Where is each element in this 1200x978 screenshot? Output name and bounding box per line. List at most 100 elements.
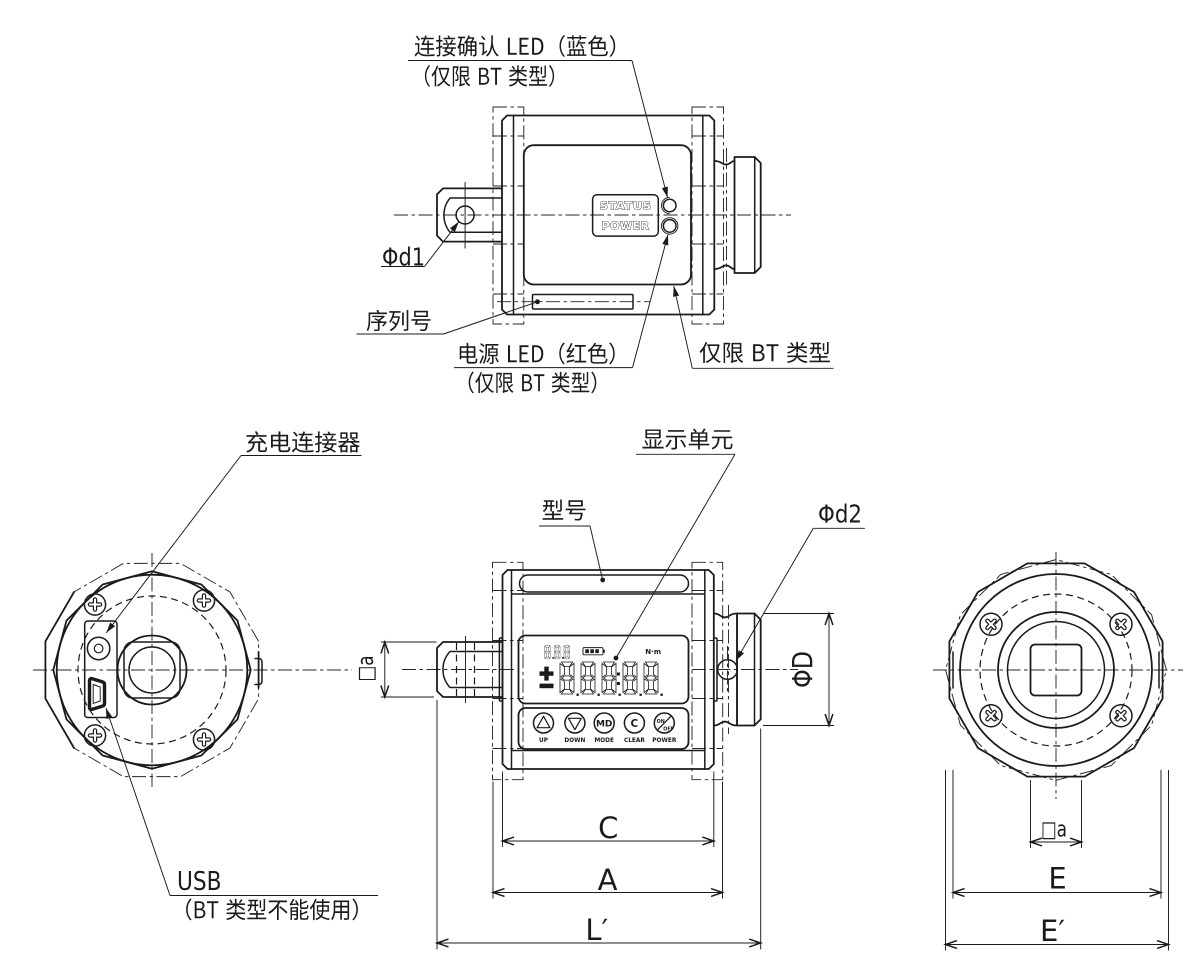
mini-usb-port: [87, 676, 107, 712]
leaders: [103, 60, 865, 896]
screw: [979, 703, 1003, 728]
svg-text:序列号: 序列号: [366, 309, 435, 335]
label-led-red-line2: [468, 371, 597, 394]
svg-text:（仅限 BT 类型）: （仅限 BT 类型）: [411, 65, 593, 91]
label-phi-d2: Φd2: [818, 500, 862, 529]
label-usb-line2: [186, 898, 358, 921]
right-end-view: [933, 552, 1183, 799]
screw: [192, 589, 216, 612]
grip-ring-phantom: [44, 562, 260, 778]
clamp-band-phantom: [691, 561, 724, 781]
svg-text:（仅限 BT 类型）: （仅限 BT 类型）: [455, 371, 637, 397]
svg-text:连接确认 LED（蓝色）: 连接确认 LED（蓝色）: [414, 35, 650, 61]
lcd-digit: [601, 661, 617, 695]
dim-C: C: [598, 811, 618, 845]
button-label: DOWN: [564, 738, 585, 744]
lcd-digit: [622, 661, 638, 695]
svg-text:（BT 类型不能使用）: （BT 类型不能使用）: [172, 898, 393, 924]
on-label: ON: [657, 719, 665, 725]
drive-bore: [128, 646, 176, 694]
seven-segment-eight: [553, 645, 561, 660]
drive-shank-side: [443, 197, 503, 234]
end-face-circle: [959, 573, 1153, 767]
charge-jack-pin: [93, 643, 104, 654]
lcd-display: N·m: [539, 645, 663, 696]
off-label: OFF: [663, 727, 674, 733]
drive-shaft-side: [436, 187, 503, 243]
screw: [83, 724, 107, 747]
button-panel: [517, 707, 690, 750]
screw: [1109, 703, 1133, 728]
clamp-band-phantom: [492, 561, 524, 781]
power-led: [662, 218, 677, 233]
svg-text:型号: 型号: [542, 499, 588, 525]
model-label-window: [518, 574, 690, 593]
dim-square-a-side: □a: [354, 656, 379, 682]
power-led-label: POWER: [602, 222, 650, 233]
drive-collar: [1006, 620, 1106, 720]
dimensions: [380, 612, 1170, 951]
body-outline: [501, 114, 716, 316]
clear-button-symbol: C: [631, 718, 639, 730]
drive-square-back: [123, 641, 181, 699]
end-cap-polygon: [52, 570, 252, 770]
button-label: MODE: [594, 738, 614, 744]
lcd-digit: [643, 661, 659, 695]
button-label: UP: [539, 738, 549, 744]
dim-E: E: [1048, 862, 1066, 896]
minus-sign: [539, 683, 554, 689]
svg-text:仅限 BT 类型: 仅限 BT 类型: [699, 341, 835, 367]
label-display-unit: [642, 428, 733, 450]
phillips-cross-icon: [1110, 614, 1132, 635]
led-plate: [591, 193, 660, 237]
screw: [83, 593, 107, 616]
status-led: [662, 198, 677, 213]
label-led-blue-line1: [414, 35, 616, 57]
button-clear: [623, 712, 646, 734]
seven-segment-eight: [601, 661, 617, 695]
mode-button-symbol: MD: [596, 719, 612, 729]
drive-shaft-front: [436, 641, 504, 698]
lcd-small-digit: [544, 645, 551, 660]
end-ring-polygon: [948, 562, 1164, 778]
phillips-cross-icon: [87, 597, 103, 612]
label-led-blue-line2: [424, 65, 555, 87]
dim-E-prime: E′: [1040, 914, 1065, 948]
button-label: POWER: [652, 738, 677, 744]
onoff-slash-icon: [656, 715, 673, 731]
button-up: [532, 712, 555, 734]
label-bt-only: [699, 341, 830, 363]
front-view: N·m MD C ON OFF UP DOWN MODE CLEAR POWER: [402, 561, 798, 781]
labels: 连接确认 LED（蓝色） （仅限 BT 类型） 序列号 电源 LED（红色） （…: [172, 35, 835, 924]
connector-plate: [83, 620, 118, 719]
lcd-small-digit: [563, 645, 570, 660]
dim-A: A: [598, 863, 618, 897]
phillips-cross-icon: [196, 732, 212, 747]
button-down: [564, 712, 586, 734]
label-usb: USB: [177, 867, 222, 897]
screw: [192, 728, 216, 751]
label-led-red-line1: [459, 342, 615, 365]
seven-segment-eight: [580, 661, 596, 695]
dim-square-a-front: □a: [1041, 818, 1067, 843]
drive-boss-front: [997, 611, 1115, 729]
drive-shank-front: [442, 650, 504, 689]
seven-segment-eight: [559, 661, 575, 695]
dim-phi-D: ΦD: [786, 651, 819, 688]
seven-segment-eight: [563, 645, 570, 660]
charge-jack: [86, 636, 111, 661]
status-led-label: STATUS: [600, 201, 652, 212]
lcd-digit: [559, 661, 575, 695]
down-triangle-icon: [567, 717, 582, 731]
left-end-view: [33, 553, 352, 787]
phillips-cross-icon: [87, 728, 103, 743]
label-charge-connector: [246, 431, 360, 453]
lcd-small-digit: [553, 645, 561, 660]
end-cap-circle: [55, 573, 249, 767]
svg-text:电源 LED（红色）: 电源 LED（红色）: [457, 342, 647, 368]
lcd-unit-label: N·m: [645, 648, 661, 656]
side-tab: [254, 657, 263, 686]
dim-L-prime: L′: [585, 913, 608, 947]
